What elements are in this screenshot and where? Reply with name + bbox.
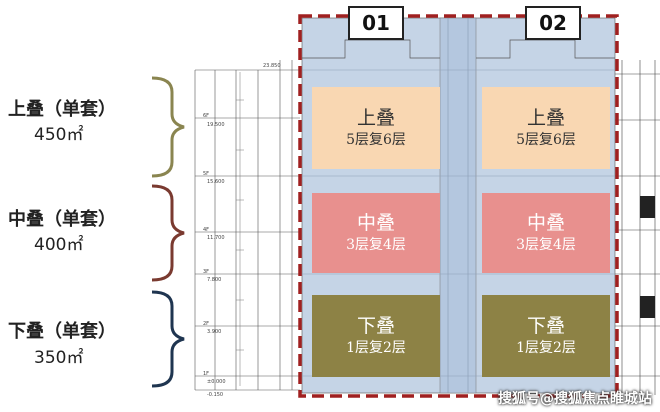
- unit-tag-02: 02: [525, 6, 581, 40]
- unit-01-middle: 中叠 3层复4层: [312, 193, 440, 273]
- unit-tag-01: 01: [348, 6, 404, 40]
- middle-label: 中叠（单套）: [8, 209, 116, 230]
- elevation-label: 19.500: [207, 122, 225, 128]
- lower-bracket: [151, 290, 185, 388]
- unit-title: 下叠: [526, 315, 565, 337]
- right-window-1: [640, 196, 655, 218]
- floor-label: 4F: [203, 227, 210, 233]
- unit-02-upper: 上叠 5层复6层: [482, 87, 610, 169]
- unit-02-middle: 中叠 3层复4层: [482, 193, 610, 273]
- unit-floors: 1层复2层: [346, 340, 406, 356]
- floor-label: 1F: [203, 371, 210, 377]
- unit-01-lower: 下叠 1层复2层: [312, 295, 440, 377]
- upper-label: 上叠（单套）: [8, 99, 116, 120]
- elevation-label: -0.150: [207, 392, 224, 398]
- unit-title: 上叠: [356, 107, 395, 129]
- watermark: 搜狐号@搜狐焦点睢城站: [498, 391, 652, 407]
- floor-label: 5F: [203, 171, 210, 177]
- unit-02-lower: 下叠 1层复2层: [482, 295, 610, 377]
- middle-area: 400㎡: [34, 235, 84, 255]
- upper-area: 450㎡: [34, 125, 84, 145]
- unit-title: 上叠: [526, 107, 565, 129]
- stair-core: [439, 17, 477, 394]
- floor-label: 3F: [203, 269, 210, 275]
- right-facade: [615, 60, 660, 395]
- middle-bracket: [151, 184, 185, 282]
- elevation-label: 23.850: [263, 63, 281, 69]
- lower-area: 350㎡: [34, 348, 84, 368]
- elevation-label: 11.700: [207, 235, 225, 241]
- unit-title: 中叠: [356, 212, 395, 234]
- elevation-label: 3.900: [207, 329, 222, 335]
- floor-label: 6F: [203, 113, 210, 119]
- stair-treads: [447, 18, 469, 393]
- unit-floors: 3层复4层: [516, 237, 576, 253]
- unit-floors: 5层复6层: [346, 132, 406, 148]
- unit-title: 中叠: [526, 212, 565, 234]
- project-outline: [298, 14, 619, 398]
- elevation-label: 15.600: [207, 179, 225, 185]
- unit-floors: 5层复6层: [516, 132, 576, 148]
- elevation-label: 7.800: [207, 277, 222, 283]
- lower-label: 下叠（单套）: [8, 321, 116, 342]
- unit-01-upper: 上叠 5层复6层: [312, 87, 440, 169]
- unit-title: 下叠: [356, 315, 395, 337]
- floor-label: 2F: [203, 321, 210, 327]
- roof-left: [302, 39, 440, 59]
- elevation-label: ±0.000: [207, 379, 226, 385]
- section-lines: [194, 60, 300, 391]
- upper-bracket: [151, 76, 185, 178]
- roof-right: [476, 39, 615, 59]
- right-window-2: [640, 296, 655, 318]
- dim-lines: [236, 72, 244, 386]
- unit-floors: 3层复4层: [346, 237, 406, 253]
- unit-floors: 1层复2层: [516, 340, 576, 356]
